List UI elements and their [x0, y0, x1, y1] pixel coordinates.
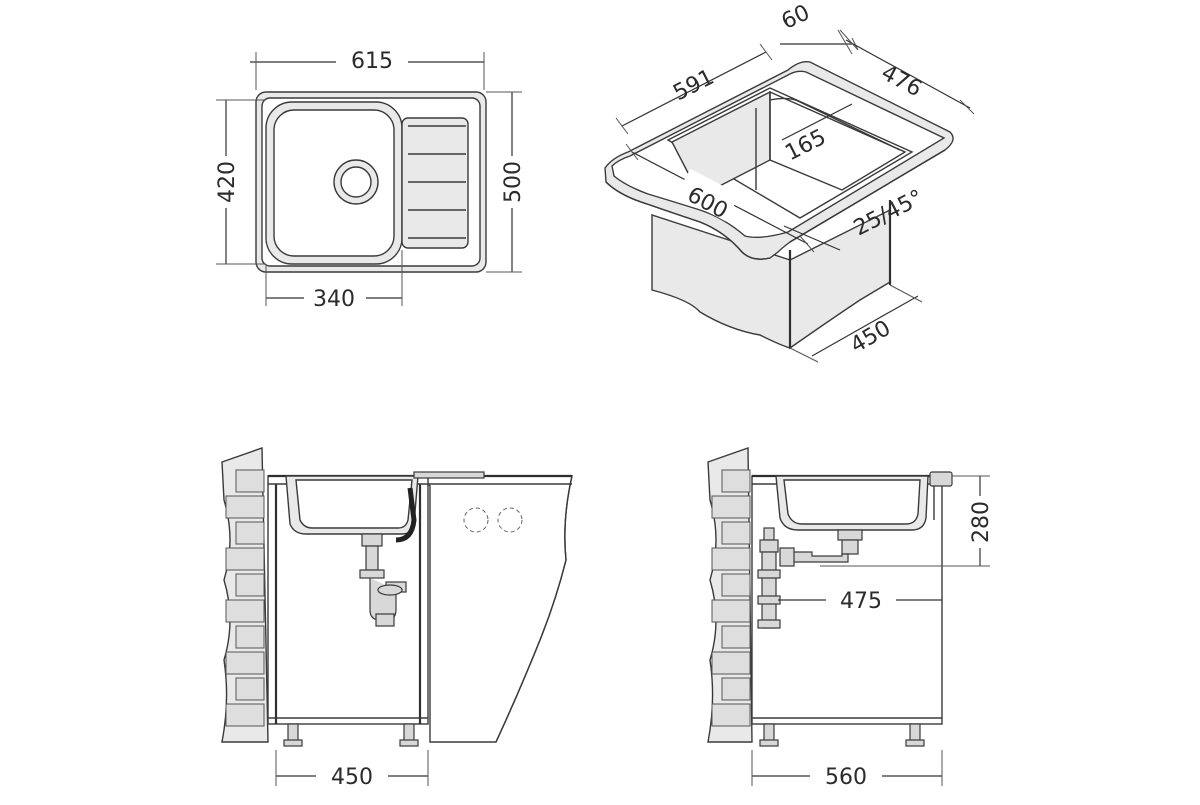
- bricks-front: [225, 469, 265, 727]
- dim-615: 615: [250, 46, 485, 90]
- siphon-side: [757, 527, 863, 629]
- iso-view: 60 476 591 165 600: [604, 0, 975, 363]
- dim-560: 560: [751, 750, 943, 790]
- dim-label-615: 615: [351, 49, 393, 74]
- dim-450-front: 450: [275, 750, 429, 790]
- dim-label-591: 591: [669, 65, 718, 106]
- dim-475: 475: [778, 586, 942, 614]
- drainboard-ribs: [408, 125, 466, 239]
- tap-hole-1: [463, 507, 489, 533]
- dim-420: 420: [212, 99, 266, 265]
- dim-label-340: 340: [313, 287, 355, 312]
- legs-side: [759, 723, 925, 747]
- dim-label-500: 500: [501, 161, 526, 203]
- drain-inner: [340, 166, 372, 198]
- dim-label-450-iso: 450: [846, 316, 895, 359]
- overflow-pipe: [395, 487, 417, 543]
- siphon-front: [359, 533, 407, 627]
- dim-60: 60: [778, 0, 859, 55]
- dim-label-560: 560: [825, 765, 867, 790]
- dim-280: 280: [820, 475, 994, 567]
- drainboard: [401, 117, 469, 249]
- dim-label-476: 476: [877, 60, 926, 102]
- side-view: 280 475 560: [707, 447, 994, 790]
- dim-label-475: 475: [840, 589, 882, 614]
- dim-500: 500: [486, 91, 526, 273]
- dim-340: 340: [265, 250, 403, 312]
- tap-hole-2: [497, 507, 523, 533]
- top-view: 615 420 500 340: [212, 46, 526, 312]
- worktop-side: [420, 475, 573, 743]
- dim-label-280: 280: [969, 501, 994, 543]
- dim-label-450-front: 450: [331, 765, 373, 790]
- legs-front: [283, 723, 419, 747]
- front-view: 450: [221, 447, 573, 790]
- bricks-side: [711, 469, 751, 727]
- dim-label-420: 420: [215, 161, 240, 203]
- drainboard-front: [413, 471, 485, 479]
- cabinet-side: [789, 208, 891, 350]
- dim-600: 600: [625, 143, 815, 253]
- dim-label-60: 60: [778, 0, 814, 34]
- cabinet-front: [651, 214, 791, 349]
